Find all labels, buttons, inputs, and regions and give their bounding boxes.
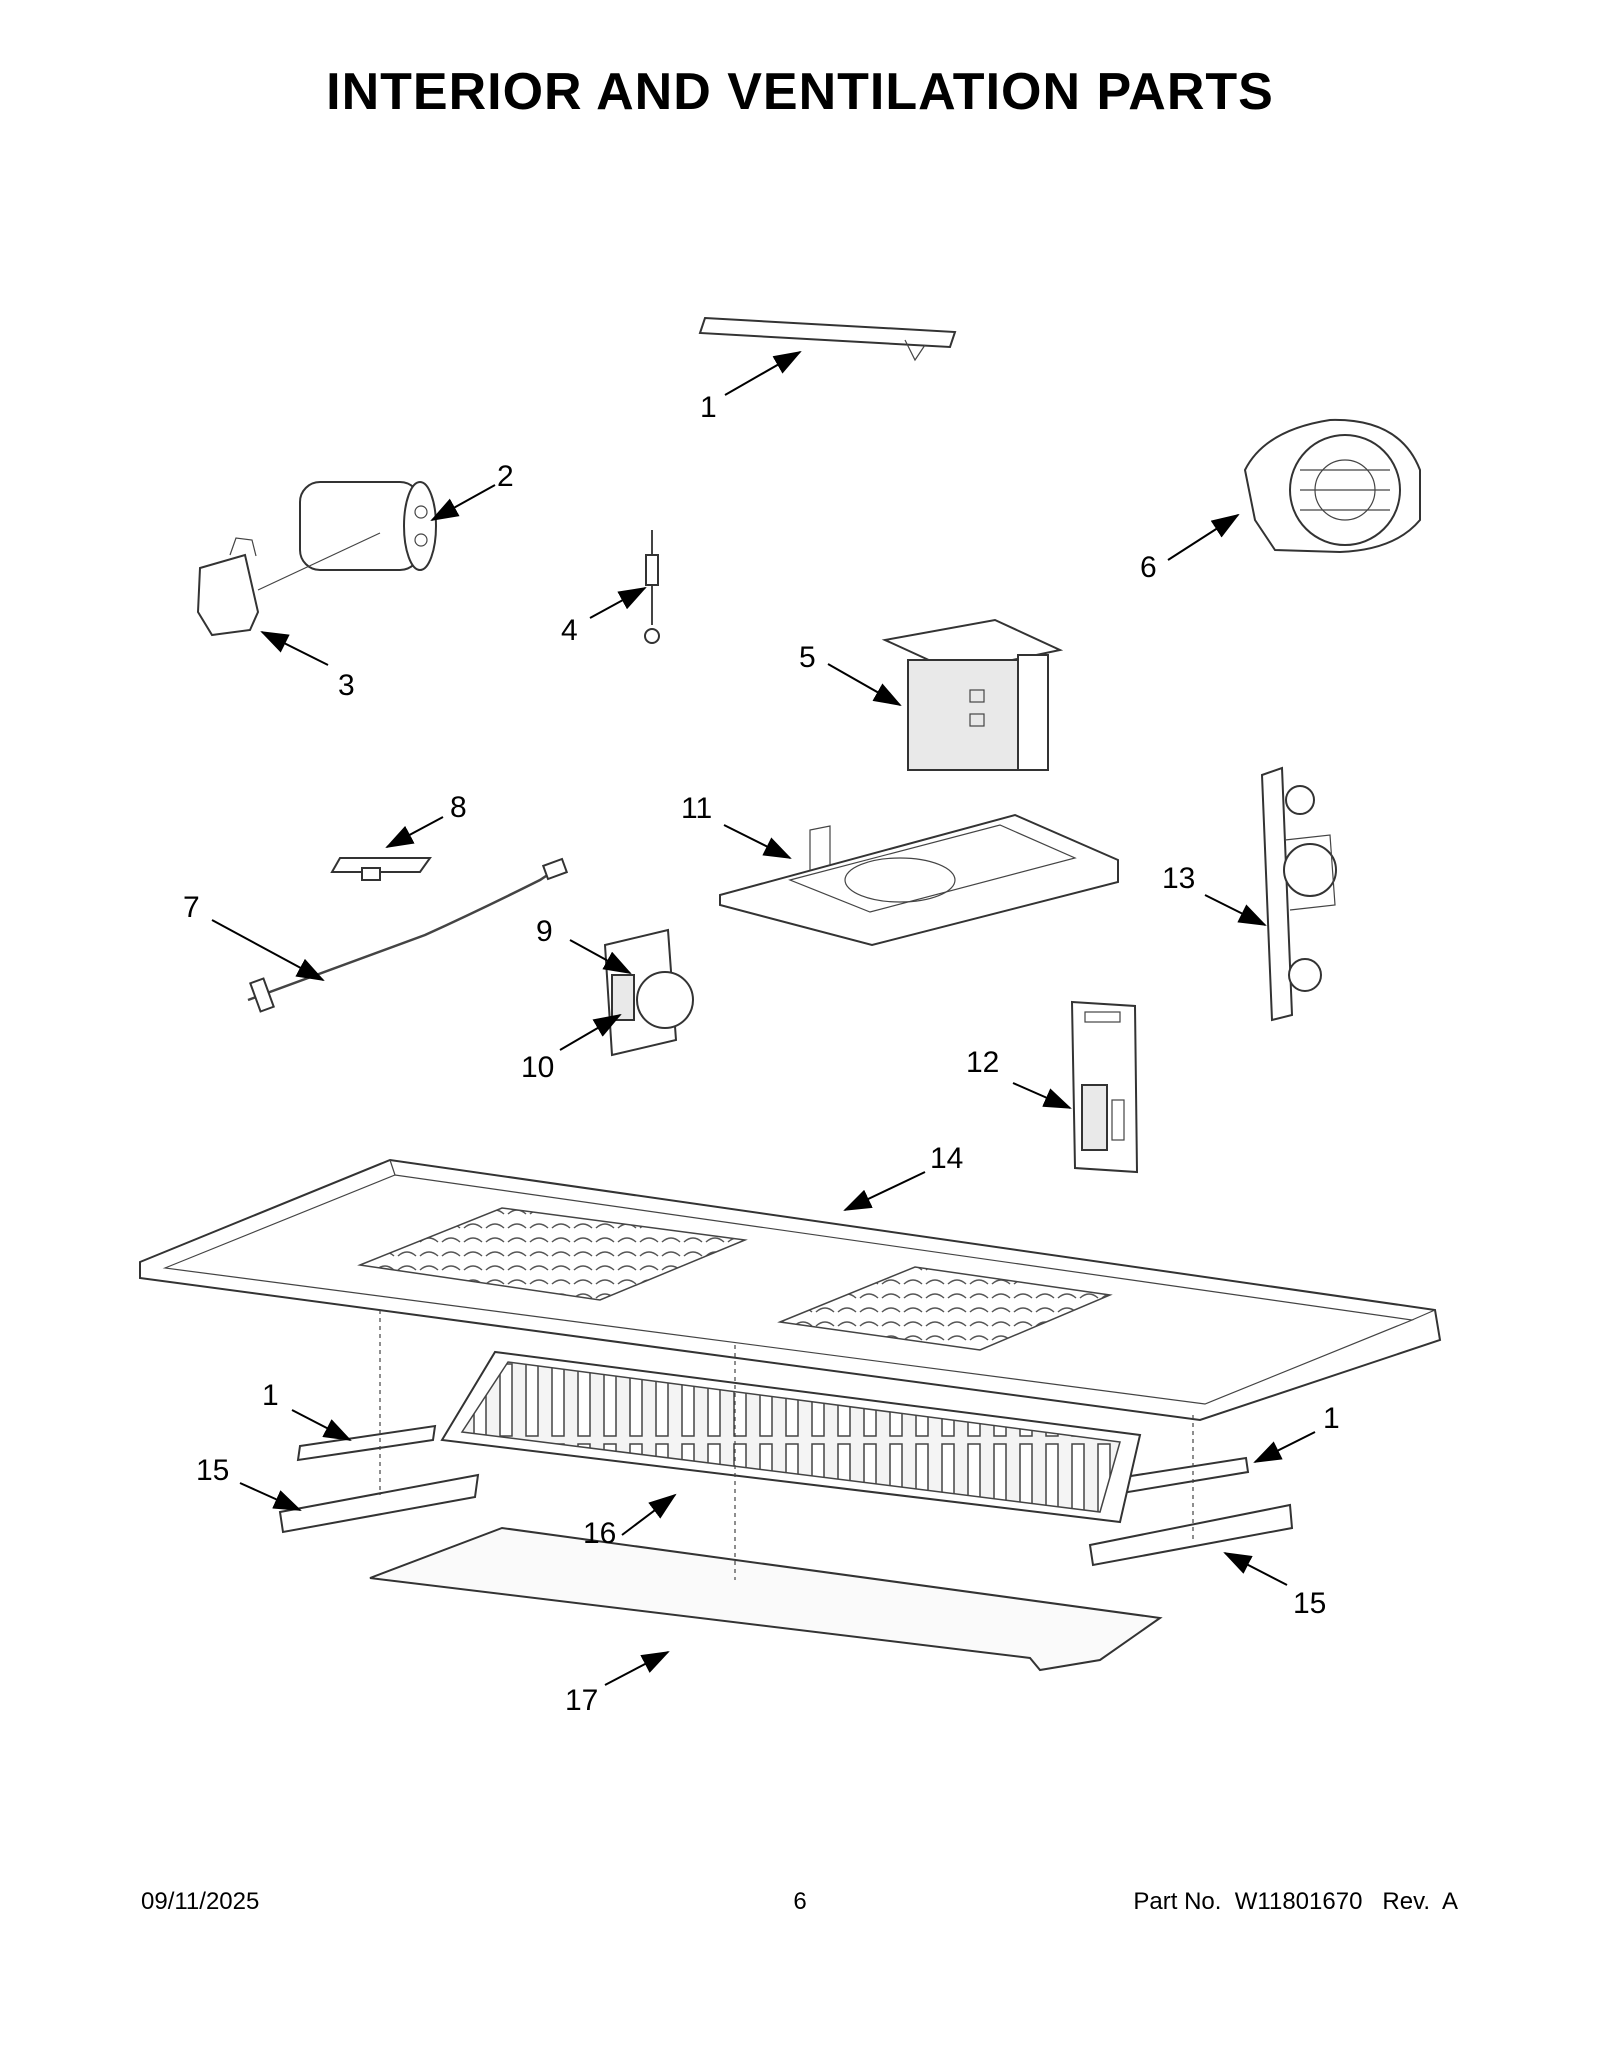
callout-17: 17 (565, 1684, 598, 1717)
part-5-transformer (881, 618, 1064, 771)
part-17-cover-sheet (369, 1526, 1163, 1672)
callout-8: 8 (450, 791, 467, 824)
callout-12: 12 (966, 1046, 999, 1079)
part-1-right-bracket (1116, 1456, 1250, 1495)
footer-part-number: Part No. W11801670 Rev. A (1133, 1888, 1458, 1915)
part-6-blower (1243, 418, 1421, 554)
part-15-left-filter (278, 1473, 480, 1534)
callout-4: 4 (561, 614, 578, 647)
callout-9: 9 (536, 915, 553, 948)
callout-10: 10 (521, 1051, 554, 1084)
callout-5: 5 (799, 641, 816, 674)
alignment-lines (379, 1310, 1194, 1580)
callout-3: 3 (338, 669, 355, 702)
part-8-switch-bracket (330, 857, 432, 881)
part-13-interlock-bracket (1260, 766, 1337, 1022)
part-4-diode (644, 530, 660, 644)
part-11-base-tray (719, 813, 1119, 947)
callout-2: 2 (497, 460, 514, 493)
part-1-top-strip (698, 316, 957, 362)
callout-13: 13 (1162, 862, 1195, 895)
callout-1-right: 1 (1323, 1402, 1340, 1435)
callout-6: 6 (1140, 551, 1157, 584)
part-7-sensor-rod (247, 857, 569, 1013)
callout-arrows (211, 351, 1316, 1686)
part-12-control-board (1070, 1000, 1139, 1174)
footer-date: 09/11/2025 (141, 1888, 260, 1915)
part-16-vent-grille (440, 1350, 1142, 1524)
part-2-capacitor (299, 481, 437, 571)
callout-7: 7 (183, 891, 200, 924)
callout-14: 14 (930, 1142, 963, 1175)
callout-15-right: 15 (1293, 1587, 1326, 1620)
part-9-10-switch-assembly (603, 928, 694, 1057)
part-14-bottom-plate (139, 1158, 1442, 1422)
callout-15-left: 15 (196, 1454, 229, 1487)
page-title: INTERIOR AND VENTILATION PARTS (326, 63, 1274, 121)
callout-1-top: 1 (700, 391, 717, 424)
callout-16: 16 (583, 1517, 616, 1550)
part-3-bracket (196, 532, 381, 637)
callout-11: 11 (681, 792, 712, 825)
part-1-left-bracket (296, 1424, 437, 1462)
part-15-right-filter (1088, 1503, 1294, 1567)
footer-page-number: 6 (793, 1888, 807, 1915)
callout-labels: 1 2 3 4 5 6 7 8 9 10 11 12 13 14 1 15 16… (183, 391, 1340, 1717)
callout-1-left: 1 (262, 1379, 279, 1412)
